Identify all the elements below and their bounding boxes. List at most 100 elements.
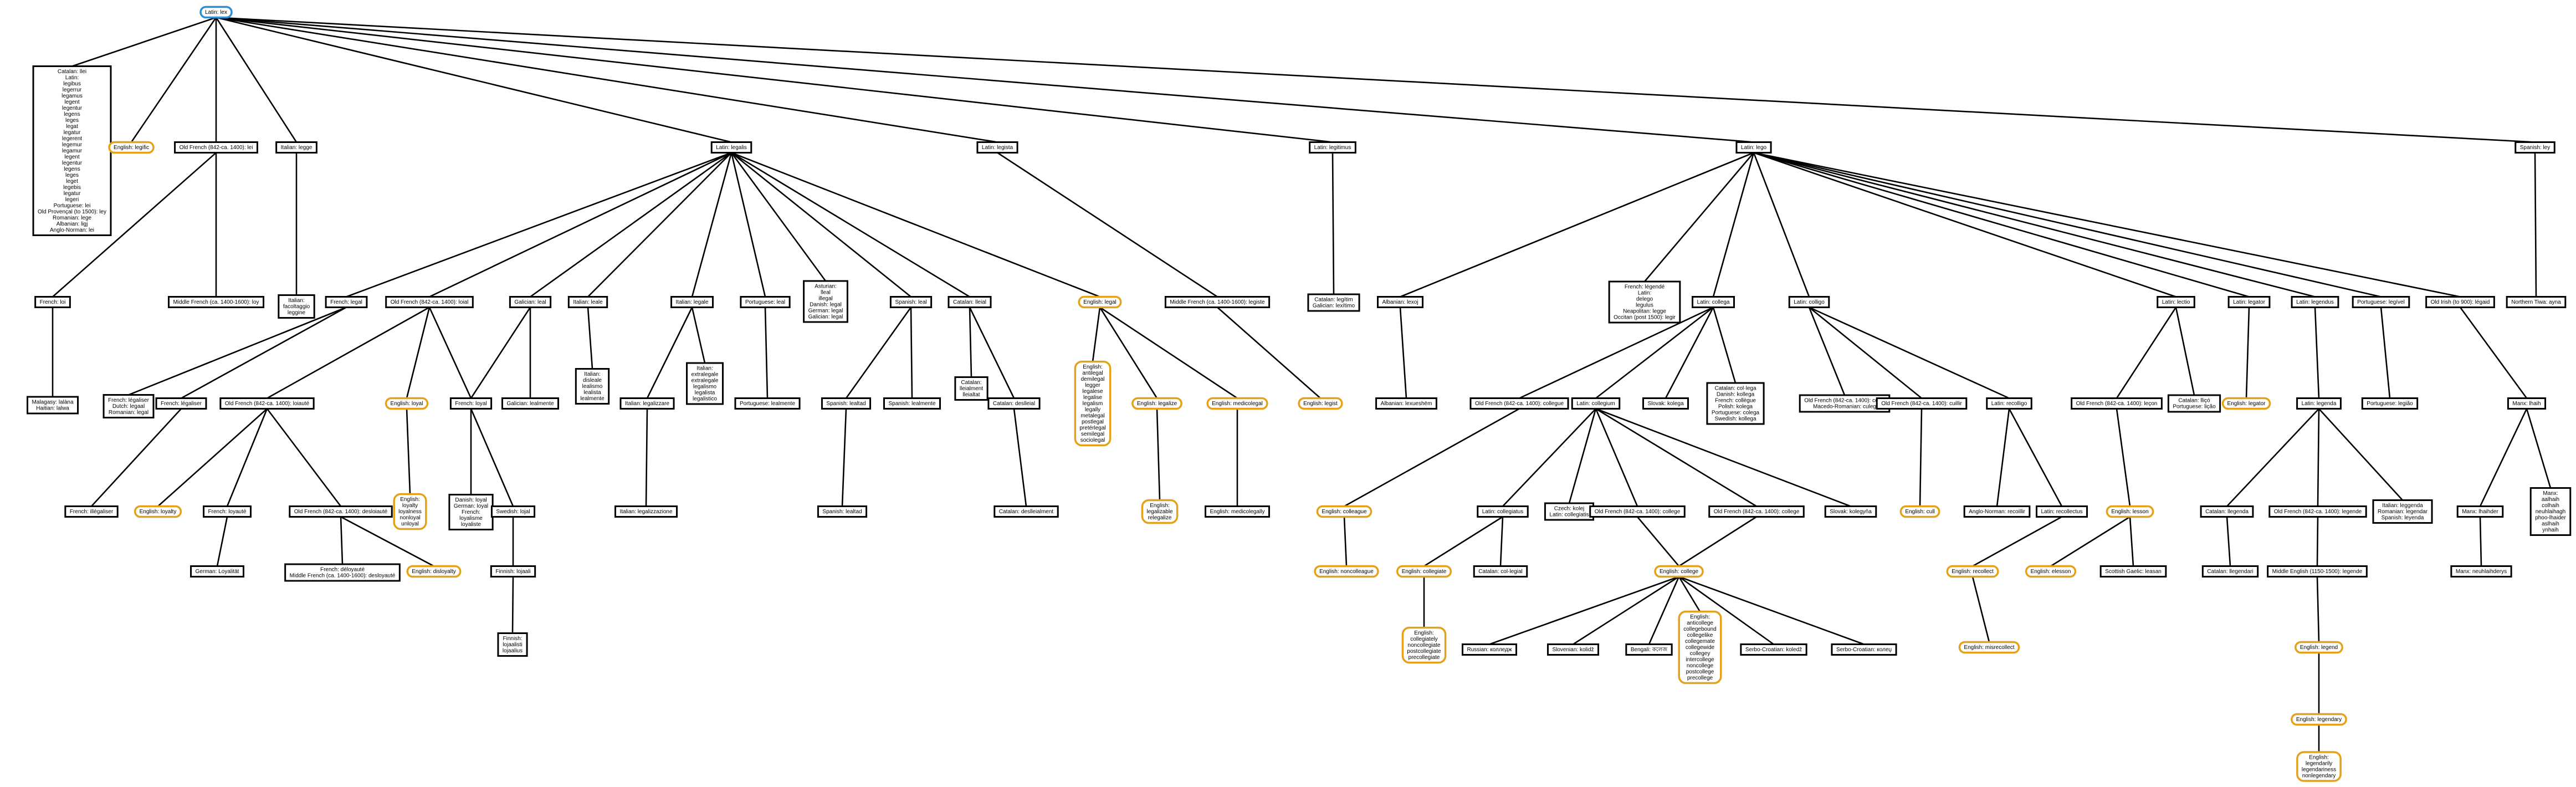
node-label-line: English: legend [2300, 645, 2338, 651]
node-frame [948, 296, 992, 308]
node-frame [619, 397, 675, 410]
node-n64-latin-collega: Latin: collega [1692, 296, 1735, 308]
node-n1-catalan-llei-latin-legibus-legerrur-lega: Catalan: lleiLatin:legibuslegerrurlegamu… [32, 65, 112, 236]
edge-n76-n82 [1678, 576, 1865, 645]
edge-n61-n62 [1399, 307, 1407, 398]
node-frame [2507, 397, 2547, 410]
node-frame [2372, 499, 2433, 524]
node-n17-french-ill-galiser: French: illégaliser [64, 505, 119, 518]
node-label-line: Latin: recolligo [1991, 401, 2027, 407]
node-frame [2529, 487, 2572, 536]
node-frame [64, 505, 119, 518]
node-frame [2227, 296, 2271, 308]
node-label-line: Catalan: lliçó [2178, 398, 2210, 404]
node-label-line: Spanish: ley [2520, 145, 2550, 151]
node-label-line: Old French (842-ca. 1400): desloiauté [294, 509, 388, 515]
node-n72-catalan-col-legial: Catalan: col·legial [1473, 565, 1528, 578]
edge-n5-n48 [731, 152, 970, 298]
node-label-line: postcollege [1686, 669, 1714, 675]
edge-n86-n88 [1809, 306, 1922, 399]
node-label-line: collegelike [1687, 632, 1713, 638]
edge-n8-n115 [1753, 152, 2461, 298]
edge-n7-n60 [1331, 152, 1335, 295]
node-n23-old-french-842-ca-1400-desloiaut: Old French (842-ca. 1400): desloiauté [289, 505, 393, 518]
node-label-line: collegiately [1410, 636, 1437, 642]
node-label-line: Occitan (post 1500): legir [1614, 315, 1676, 321]
node-label-line: Serbo-Croatian: koledž [1745, 647, 1802, 653]
node-label-line: Romanian: legendar [2378, 509, 2428, 515]
node-label-line: Latin: colligo [1794, 299, 1825, 305]
node-label-line: legalise [1083, 395, 1102, 401]
edge-n93-n94 [1971, 576, 1990, 642]
node-frame [509, 296, 552, 308]
node-label-line: Bengali: কলেজ [1631, 647, 1668, 653]
node-label-line: Spanish: lealmente [888, 401, 935, 407]
node-label-line: legalese [1082, 389, 1103, 395]
node-label-line: leges [65, 117, 79, 124]
edge-n76-n78 [1573, 576, 1679, 645]
node-label-line: German: Loyalität [196, 569, 239, 575]
node-label-line: Finnish: [503, 636, 522, 642]
node-frame [993, 505, 1059, 518]
node-label-line: lleialtat [962, 392, 980, 398]
node-label-line: collegewide [1686, 645, 1715, 651]
node-n86-latin-colligo: Latin: colligo [1788, 296, 1830, 308]
node-label-line: legalismo [693, 384, 717, 390]
node-n74-old-french-842-ca-1400-college: Old French (842-ca. 1400): college [1589, 505, 1686, 518]
node-frame [2425, 296, 2495, 308]
edge-n18-n28 [428, 306, 472, 399]
node-label-line: Catalan: [961, 380, 981, 386]
node-label-line: legendarily [2306, 761, 2332, 767]
edge-n19-n20 [157, 408, 268, 507]
node-label-line: Danish: kollega [1717, 392, 1755, 398]
node-label-line: Old French (842-ca. 1400): collegue [1475, 401, 1564, 407]
node-label-line: Catalan: deslleialment [999, 509, 1054, 515]
node-frame [1396, 565, 1452, 578]
edge-n75-n76 [1678, 516, 1757, 567]
node-n96-old-french-842-ca-1400-le-on: Old French (842-ca. 1400): leçon [2071, 397, 2163, 410]
node-label-line: French: collègue [1715, 398, 1756, 404]
edge-n0-n2 [130, 17, 217, 143]
edge-n0-n1 [71, 17, 217, 67]
node-label-line: English: legific [114, 145, 149, 151]
node-frame [740, 296, 791, 308]
edge-n16-n17 [91, 408, 182, 507]
node-n69-latin-collegiatus: Latin: collegiatus [1477, 505, 1529, 518]
node-label-line: Northern Tiwa: ayna [2511, 299, 2561, 305]
edge-n74-n76 [1637, 516, 1679, 567]
node-label-line: English: medicolegally [1210, 509, 1265, 515]
node-label-line: Portuguese: legível [2357, 299, 2405, 305]
node-frame [103, 394, 155, 418]
node-label-line: anticollege [1687, 620, 1713, 626]
edge-n8-n95 [1753, 152, 2176, 298]
node-n10-french-loi: French: loi [34, 296, 71, 308]
node-label-line: neuhlaihagh [2536, 509, 2566, 515]
node-label-line: Danish: loyal [455, 497, 486, 503]
node-label-line: Romanian: legal [109, 410, 148, 416]
edge-n38-n39 [645, 408, 648, 507]
node-label-line: Old French (842-ca. 1400): college [1714, 509, 1800, 515]
node-frame [174, 141, 258, 154]
node-frame [1477, 505, 1529, 518]
edge-n64-n68 [1595, 306, 1714, 399]
edge-n18-n26 [406, 307, 431, 398]
node-frame [385, 397, 429, 410]
node-n4-italian-legge: Italian: legge [275, 141, 317, 154]
node-n91-anglo-norman-recoillir: Anglo-Norman: recoillir [1963, 505, 2031, 518]
node-n71-english-collegiately-noncollegiate-postc: English:collegiatelynoncollegiatepostcol… [1401, 626, 1447, 664]
node-label-line: French: légaliser [161, 401, 202, 407]
node-label-line: legibus [63, 81, 81, 87]
node-frame [883, 397, 941, 410]
node-label-line: Italian: legale [676, 299, 709, 305]
node-label-line: Catalan: deslleial [993, 401, 1035, 407]
edge-n14-n16 [181, 306, 347, 399]
node-label-line: nonlegendary [2302, 773, 2336, 779]
node-n62-albanian-lexuesh-m: Albanian: lexueshëm [1375, 397, 1437, 410]
edge-n3-n10 [52, 152, 217, 298]
node-frame [1876, 397, 1968, 410]
node-frame [219, 397, 315, 410]
